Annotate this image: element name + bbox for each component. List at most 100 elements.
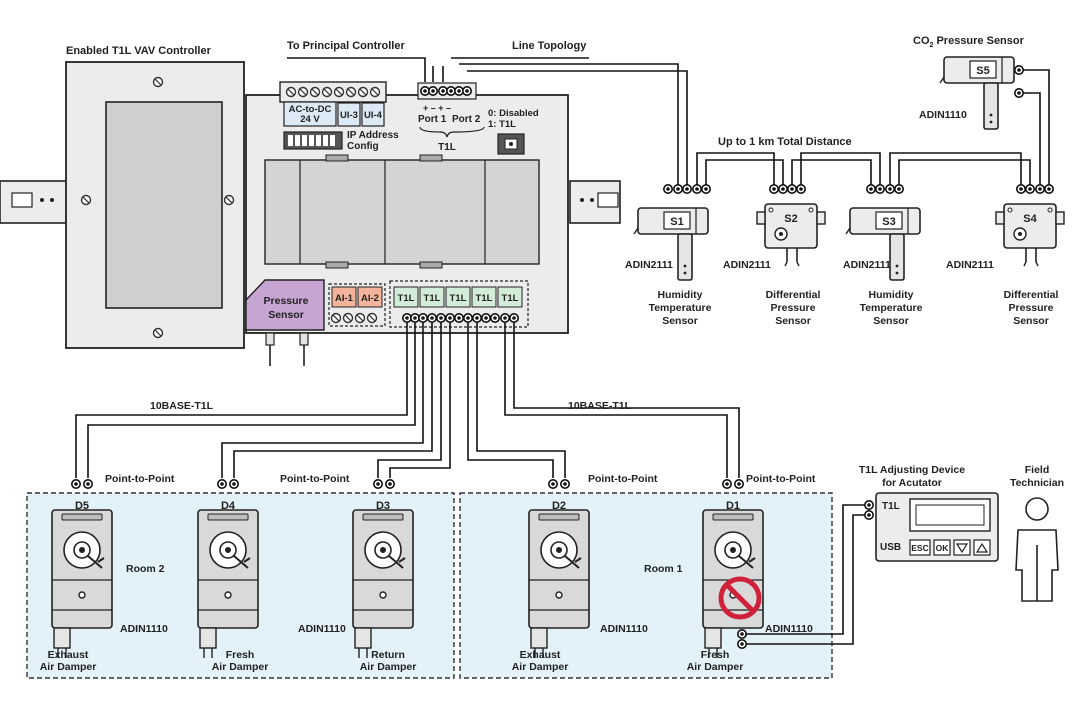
room1-area [459, 492, 833, 679]
svg-text:T1L: T1L [502, 293, 519, 304]
damper-d3: D3 Return Air Damper [352, 500, 417, 673]
ptp-label-1: Point-to-Point [105, 473, 175, 485]
sensor-s4-name-3: Sensor [1013, 315, 1049, 327]
adjusting-device-line1: T1L Adjusting Device [859, 464, 965, 476]
sensor-s3-id: S3 [882, 216, 895, 228]
damper-d1-name-2: Air Damper [687, 661, 744, 673]
tenbase-right-label: 10BASE-T1L [568, 400, 632, 412]
to-principal-label: To Principal Controller [287, 40, 405, 52]
room2-label: Room 2 [126, 563, 165, 575]
device-usb-label: USB [880, 542, 901, 553]
damper-d3-name-1: Return [371, 649, 405, 661]
svg-text:T1L: T1L [450, 293, 467, 304]
mode-line1: 0: Disabled [488, 108, 539, 119]
line-topology-label: Line Topology [512, 40, 587, 52]
sensor-s2-name-3: Sensor [775, 315, 811, 327]
damper-d2-name-1: Exhaust [520, 649, 561, 661]
ai1-label: AI-1 [335, 293, 354, 304]
svg-text:T1L: T1L [398, 293, 415, 304]
ac-dc-line1: AC-to-DC [289, 104, 332, 115]
damper-d1: D1 Fresh Air Damper [687, 500, 764, 673]
ai2-module [357, 286, 383, 308]
vav-controller: AC-to-DC 24 V UI-3 UI-4 IP Address Confi… [0, 61, 621, 366]
sensor-s4-name-1: Differential [1004, 289, 1059, 301]
damper-d2-name-2: Air Damper [512, 661, 569, 673]
adjusting-device-line2: for Acutator [882, 477, 942, 489]
sensor-s2-name-1: Differential [766, 289, 821, 301]
damper-d3-name-2: Air Damper [360, 661, 417, 673]
ai1-module [331, 286, 357, 308]
ptp-label-4: Point-to-Point [746, 473, 816, 485]
t1l-adjusting-device[interactable]: T1L USB ESC OK [875, 492, 999, 562]
t1l-slot-1: T1L [393, 286, 419, 308]
damper-d2-id: D2 [552, 500, 566, 512]
damper-d4: D4 Fresh Air Damper [197, 500, 269, 673]
room2-chip-b: ADIN1110 [298, 623, 346, 635]
prohibited-icon [718, 576, 762, 620]
t1l-slot-2: T1L [419, 286, 445, 308]
wiring [75, 57, 1050, 645]
svg-text:OK: OK [936, 543, 950, 553]
device-t1l-label: T1L [882, 501, 900, 512]
port1-label: Port 1 [418, 114, 447, 125]
svg-text:T1L: T1L [424, 293, 441, 304]
sensor-s2: S2 ADIN2111 Differential Pressure Sensor [723, 203, 826, 327]
pressure-sensor-module: Pressure Sensor [245, 279, 325, 366]
damper-d5-id: D5 [75, 500, 89, 512]
damper-d2: D2 Exhaust Air Damper [512, 500, 590, 673]
svg-text:ESC: ESC [911, 543, 928, 553]
sensor-s4-id: S4 [1023, 213, 1037, 225]
field-technician-line1: Field [1025, 464, 1050, 476]
room2-chip-a: ADIN1110 [120, 623, 168, 635]
damper-d3-id: D3 [376, 500, 390, 512]
damper-d1-name-1: Fresh [701, 649, 730, 661]
damper-d5-name-1: Exhaust [48, 649, 89, 661]
relay-block [264, 154, 540, 269]
sensor-s4-chip: ADIN2111 [946, 259, 994, 271]
sensor-s3: S3 ADIN2111 Humidity Temperature Sensor [843, 207, 923, 327]
room1-label: Room 1 [644, 563, 683, 575]
ip-config-line2: Config [347, 141, 379, 152]
ip-dip-switch[interactable] [283, 131, 343, 150]
t1l-slot-4: T1L [471, 286, 497, 308]
port2-label: Port 2 [452, 114, 481, 125]
sensor-s1-chip: ADIN2111 [625, 259, 673, 271]
sensor-s3-chip: ADIN2111 [843, 259, 891, 271]
damper-d4-name-2: Air Damper [212, 661, 269, 673]
technician-person-icon [1015, 497, 1059, 602]
vav-controller-title: Enabled T1L VAV Controller [66, 45, 212, 57]
device-ok-button[interactable]: OK [933, 539, 951, 556]
sensor-s5-chip: ADIN1110 [919, 109, 967, 121]
t1l-mode-switch[interactable] [497, 133, 525, 155]
co2-sensor-label: CO2 Pressure Sensor [913, 35, 1025, 49]
port-signs: + – + – [423, 103, 451, 113]
sensor-s1-name-1: Humidity [658, 289, 703, 301]
sensor-s4: S4 ADIN2111 Differential Pressure Sensor [946, 203, 1065, 327]
damper-d4-name-1: Fresh [226, 649, 255, 661]
sensor-s3-name-3: Sensor [873, 315, 909, 327]
svg-text:T1L: T1L [476, 293, 493, 304]
sensor-s1: S1 ADIN2111 Humidity Temperature Sensor [625, 207, 712, 327]
ui3-module [337, 102, 361, 127]
field-technician-line2: Technician [1010, 477, 1064, 489]
ui4-label: UI-4 [364, 110, 383, 121]
sensor-s3-name-2: Temperature [860, 302, 923, 314]
t1l-slot-5: T1L [497, 286, 523, 308]
damper-d5: D5 Exhaust Air Damper [40, 500, 113, 673]
sensor-s5-id: S5 [976, 65, 989, 77]
mode-line2: 1: T1L [488, 119, 516, 130]
ui4-module [361, 102, 385, 127]
ac-dc-line2: 24 V [300, 114, 320, 125]
sensor-s1-name-2: Temperature [649, 302, 712, 314]
t1l-slot-3: T1L [445, 286, 471, 308]
device-down-button[interactable] [953, 539, 971, 556]
sensor-s5: S5 ADIN1110 [919, 56, 1015, 130]
sensor-s3-name-1: Humidity [869, 289, 914, 301]
ac-dc-module [283, 101, 337, 127]
sensor-s2-chip: ADIN2111 [723, 259, 771, 271]
damper-d1-id: D1 [726, 500, 740, 512]
sensor-s1-id: S1 [670, 216, 683, 228]
device-esc-button[interactable]: ESC [909, 539, 931, 556]
device-up-button[interactable] [973, 539, 991, 556]
